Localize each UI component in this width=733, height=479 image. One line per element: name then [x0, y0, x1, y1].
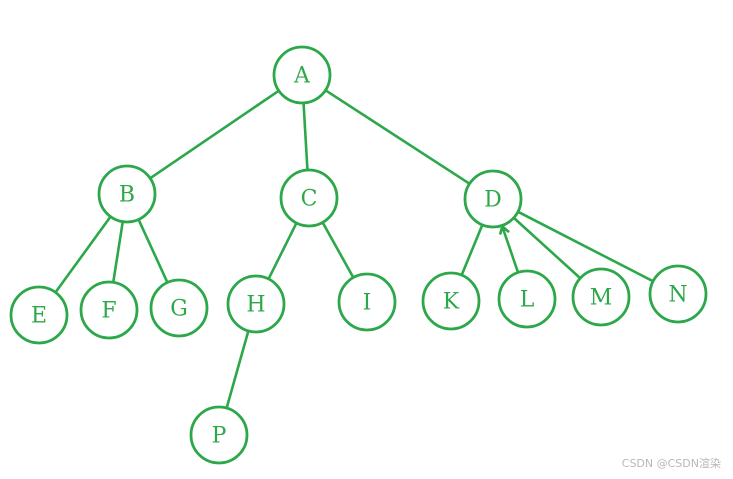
node-label-d: D — [484, 188, 502, 213]
node-label-e: E — [31, 304, 47, 329]
node-label-n: N — [668, 283, 687, 308]
edge-b-f — [112, 221, 124, 283]
node-n: N — [648, 264, 708, 324]
node-p: P — [189, 405, 249, 465]
edge-c-h — [267, 222, 298, 280]
node-d: D — [463, 169, 523, 229]
node-a: A — [272, 45, 332, 105]
node-label-k: K — [443, 290, 460, 315]
edge-b-e — [54, 216, 112, 293]
node-label-c: C — [301, 187, 318, 212]
node-label-g: G — [170, 297, 188, 322]
edge-a-b — [149, 90, 280, 179]
node-circle-d — [463, 169, 523, 229]
node-label-a: A — [293, 64, 311, 89]
node-circle-l — [497, 269, 557, 329]
node-circle-g — [149, 278, 209, 338]
edge-h-p — [225, 330, 250, 409]
edge-a-d — [324, 89, 471, 185]
nodes-layer: A B C D E F G H I K L M N P — [9, 45, 708, 465]
node-circle-p — [189, 405, 249, 465]
node-circle-m — [571, 267, 631, 327]
edge-d-l — [500, 225, 520, 273]
node-circle-c — [279, 168, 339, 228]
node-circle-b — [97, 164, 157, 224]
node-label-i: I — [363, 291, 372, 316]
node-label-h: H — [246, 293, 265, 318]
edge-a-c — [302, 102, 309, 171]
node-label-m: M — [590, 286, 613, 311]
node-circle-a — [272, 45, 332, 105]
node-k: K — [421, 271, 481, 331]
node-f: F — [79, 280, 139, 340]
node-l: L — [497, 269, 557, 329]
node-circle-k — [421, 271, 481, 331]
node-label-f: F — [101, 299, 116, 324]
node-b: B — [97, 164, 157, 224]
node-m: M — [571, 267, 631, 327]
node-e: E — [9, 285, 69, 345]
node-circle-i — [337, 272, 397, 332]
node-circle-n — [648, 264, 708, 324]
edge-b-g — [137, 219, 169, 283]
node-h: H — [226, 274, 286, 334]
edge-d-k — [460, 224, 484, 276]
node-c: C — [279, 168, 339, 228]
node-label-l: L — [520, 288, 535, 313]
node-g: G — [149, 278, 209, 338]
edge-c-i — [321, 222, 355, 279]
node-i: I — [337, 272, 397, 332]
node-label-p: P — [212, 424, 227, 449]
node-circle-e — [9, 285, 69, 345]
watermark-text: CSDN @CSDN渲染 — [621, 457, 721, 470]
node-circle-f — [79, 280, 139, 340]
node-circle-h — [226, 274, 286, 334]
edge-d-n — [517, 210, 654, 283]
edge-d-m — [513, 217, 581, 279]
edges-layer — [54, 89, 654, 409]
node-label-b: B — [119, 183, 135, 208]
